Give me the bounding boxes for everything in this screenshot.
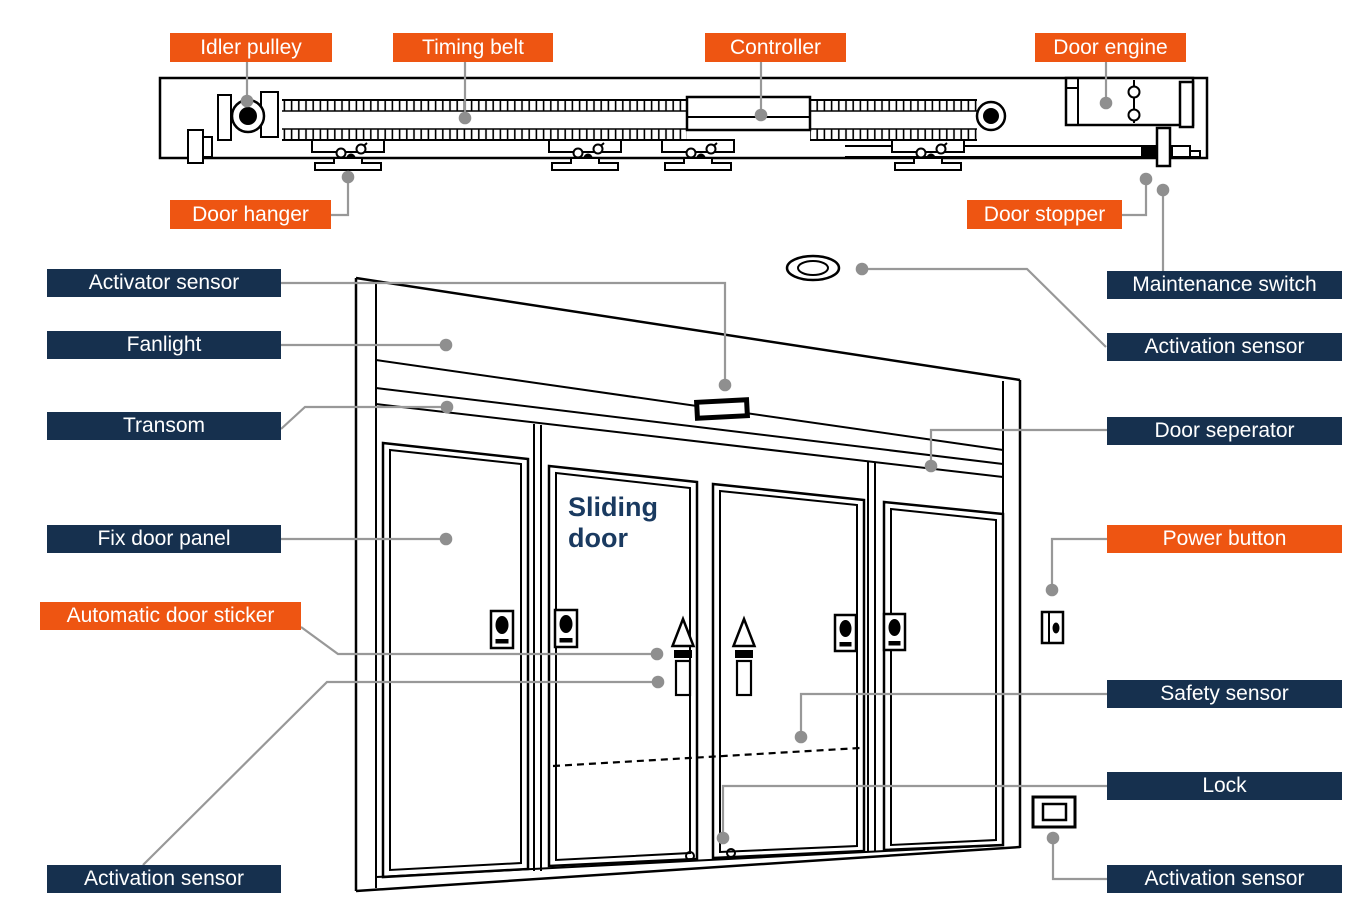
label-door-seperator: Door seperator	[1107, 417, 1342, 445]
leader-lines	[142, 62, 1165, 881]
safety-sensor-beam	[552, 746, 861, 768]
label-door-stopper: Door stopper	[967, 200, 1122, 229]
drive-pulley-drawing	[975, 100, 1007, 132]
sliding-door-sign: Sliding door	[568, 492, 658, 554]
transom-lines	[375, 359, 1004, 478]
automatic-door-sticker-icon	[670, 615, 757, 697]
track-assembly	[158, 76, 1209, 171]
label-idler-pulley: Idler pulley	[170, 33, 332, 62]
door-engine-drawing	[1064, 76, 1195, 129]
leader-dots	[240, 94, 1170, 845]
door-hanger-drawing	[311, 139, 965, 171]
track-end-cap	[187, 129, 213, 164]
fix-door-panel-left	[381, 441, 530, 879]
fix-door-panel-right	[882, 500, 1005, 852]
ceiling-activation-sensor	[785, 254, 841, 282]
lock-drawing	[685, 848, 736, 861]
door-frame	[354, 276, 1022, 893]
person-sticker-icon	[489, 608, 907, 653]
door-assembly	[354, 254, 1077, 893]
label-activation-sensor-top-right: Activation sensor	[1107, 333, 1342, 361]
sliding-door-panel-right	[711, 482, 866, 860]
label-door-engine: Door engine	[1035, 33, 1186, 62]
label-power-button: Power button	[1107, 525, 1342, 553]
label-maintenance-switch: Maintenance switch	[1107, 271, 1342, 299]
label-lock: Lock	[1107, 772, 1342, 800]
label-door-hanger: Door hanger	[170, 200, 331, 229]
label-timing-belt: Timing belt	[393, 33, 553, 62]
label-safety-sensor: Safety sensor	[1107, 680, 1342, 708]
sliding-door-sign-line2: door	[568, 523, 628, 553]
power-button-drawing	[1040, 610, 1065, 645]
activator-sensor-drawing	[693, 397, 751, 421]
label-activation-sensor-bottom-right: Activation sensor	[1107, 865, 1342, 893]
label-transom: Transom	[47, 412, 281, 440]
label-controller: Controller	[705, 33, 846, 62]
label-activator-sensor: Activator sensor	[47, 269, 281, 297]
label-automatic-door-sticker: Automatic door sticker	[40, 602, 301, 630]
controller-drawing	[685, 95, 812, 132]
wall-activation-sensor-drawing	[1031, 795, 1077, 829]
sliding-door-sign-line1: Sliding	[568, 492, 658, 522]
label-fanlight: Fanlight	[47, 331, 281, 359]
label-fix-door-panel: Fix door panel	[47, 525, 281, 553]
label-activation-sensor-bottom-left: Activation sensor	[47, 865, 281, 893]
